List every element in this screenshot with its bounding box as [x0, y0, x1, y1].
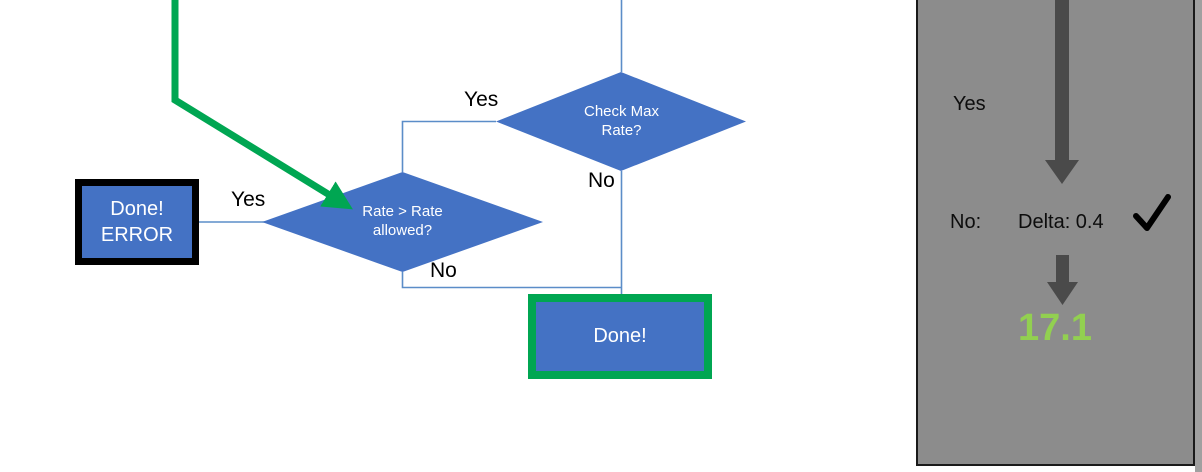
- panel-no-label: No:: [950, 211, 982, 233]
- terminator-done-error[interactable]: Done! ERROR: [75, 179, 199, 265]
- panel-yes-label: Yes: [953, 93, 986, 115]
- panel-right-strip: [1195, 0, 1202, 472]
- panel-delta-label: Delta: 0.4: [1018, 211, 1104, 233]
- terminator-done[interactable]: Done!: [528, 294, 712, 379]
- gray-side-panel: Yes No: Delta: 0.4 17.1: [916, 0, 1195, 466]
- terminator-done-error-label: Done! ERROR: [100, 197, 174, 246]
- edge-label-yes-to-error: Yes: [231, 188, 266, 211]
- edge-label-no-from-max-rate: No: [588, 169, 615, 192]
- flowchart-connectors: [171, 0, 746, 294]
- decision-max-rate-shape[interactable]: [496, 72, 746, 171]
- flowchart-canvas: Rate > Rate allowed? Check Max Rate? Don…: [75, 0, 746, 379]
- connector-no-rate-check-to-done: [401, 272, 622, 289]
- connector-yes-max-rate-to-rate-check: [401, 120, 496, 172]
- panel-result-value: 17.1: [1018, 307, 1092, 349]
- panel-arrows: [1045, 0, 1079, 305]
- decision-rate-check-shape[interactable]: [262, 172, 543, 272]
- terminator-done-label: Done!: [593, 325, 647, 347]
- edge-label-yes-to-rate-check: Yes: [464, 88, 499, 111]
- arrow-down-short: [1047, 255, 1078, 305]
- checkmark-icon: [1133, 194, 1171, 231]
- highlight-green-path: [171, 0, 353, 210]
- arrow-down-long: [1045, 0, 1079, 184]
- edge-label-no-from-rate-check: No: [430, 259, 457, 282]
